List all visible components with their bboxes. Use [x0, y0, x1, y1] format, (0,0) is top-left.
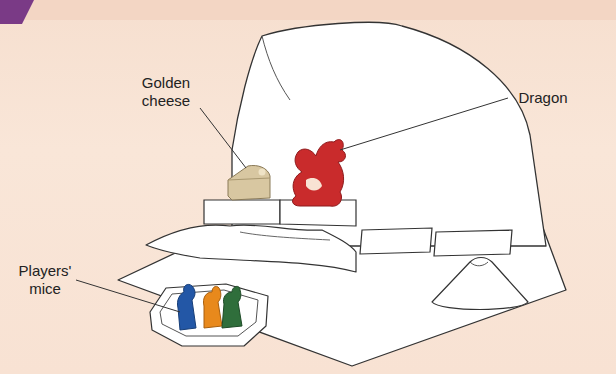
path-tile	[434, 230, 512, 256]
ridge-line	[240, 232, 330, 240]
callout-label: Players' mice	[10, 262, 80, 298]
dragon-gap	[306, 178, 322, 191]
cheese-hole	[259, 169, 266, 176]
callout-label: Golden cheese	[128, 74, 204, 110]
golden-cheese	[228, 165, 270, 200]
top-band	[0, 0, 616, 20]
cone-mountain	[432, 258, 528, 310]
mouse-meeple	[222, 286, 242, 328]
mouse-meeple	[177, 284, 196, 330]
leader-line	[340, 98, 508, 150]
snow-ridge	[146, 225, 356, 272]
leader-line	[76, 280, 180, 312]
mouse-meeple	[203, 286, 222, 328]
corner-tab	[0, 0, 34, 24]
cheese-edge	[228, 178, 270, 180]
cone-snowcap	[470, 262, 488, 266]
callout-label: Dragon	[508, 89, 578, 107]
cheese-tile	[204, 200, 280, 224]
path-tile	[360, 228, 432, 254]
mountain-ridge	[262, 36, 290, 100]
dragon-figure	[293, 140, 346, 207]
leader-line	[200, 108, 246, 168]
ice-floe	[150, 284, 268, 346]
